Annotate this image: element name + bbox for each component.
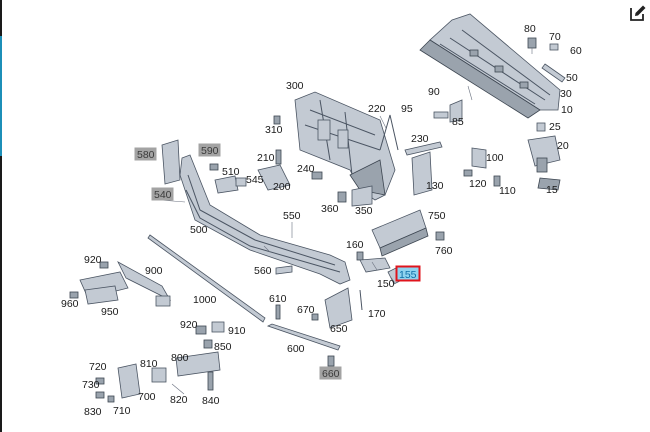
callout-850[interactable]: 850 xyxy=(214,341,232,353)
callout-120[interactable]: 120 xyxy=(469,178,487,190)
callout-15[interactable]: 15 xyxy=(546,184,558,196)
part-brackets-upper-left xyxy=(159,115,373,207)
callout-300[interactable]: 300 xyxy=(286,80,304,92)
edit-button[interactable] xyxy=(627,2,649,24)
callout-100[interactable]: 100 xyxy=(486,152,504,164)
callout-550[interactable]: 550 xyxy=(283,210,301,222)
callout-labels xyxy=(134,143,421,380)
callout-580-highlight xyxy=(134,147,157,161)
callout-590[interactable]: 590 xyxy=(201,145,219,157)
callout-700[interactable]: 700 xyxy=(138,391,156,403)
callout-560[interactable]: 560 xyxy=(254,265,272,277)
callout-155[interactable]: 155 xyxy=(399,269,417,281)
callout-200[interactable]: 200 xyxy=(273,181,291,193)
callout-25[interactable]: 25 xyxy=(549,121,561,133)
callout-750[interactable]: 750 xyxy=(428,210,446,222)
callout-90[interactable]: 90 xyxy=(428,86,440,98)
callout-1000[interactable]: 1000 xyxy=(193,294,217,306)
callout-hotspots[interactable]: 80 70 60 50 30 10 300 90 220 95 85 25 31… xyxy=(61,23,582,418)
callout-540-highlight xyxy=(151,187,174,201)
callout-350[interactable]: 350 xyxy=(355,205,373,217)
callout-540[interactable]: 540 xyxy=(154,189,172,201)
part-lower-left-group xyxy=(95,321,225,403)
callout-960[interactable]: 960 xyxy=(61,298,79,310)
part-mount-bracket-650 xyxy=(275,287,353,329)
callout-510[interactable]: 510 xyxy=(222,166,240,178)
part-left-bracket-group xyxy=(69,261,172,307)
callout-950[interactable]: 950 xyxy=(101,306,119,318)
callout-650[interactable]: 650 xyxy=(330,323,348,335)
callout-leader-lines xyxy=(263,85,473,284)
callout-85[interactable]: 85 xyxy=(452,116,464,128)
part-bumper-beam-drawing xyxy=(179,154,351,285)
callout-610[interactable]: 610 xyxy=(269,293,287,305)
viewer-left-border xyxy=(0,0,2,432)
callout-240[interactable]: 240 xyxy=(297,163,315,175)
callout-710[interactable]: 710 xyxy=(113,405,131,417)
edit-pencil-icon xyxy=(630,5,646,21)
callout-95[interactable]: 95 xyxy=(401,103,413,115)
callout-130[interactable]: 130 xyxy=(426,180,444,192)
callout-920-upper[interactable]: 920 xyxy=(84,254,102,266)
callout-660-highlight xyxy=(319,366,342,380)
callout-900[interactable]: 900 xyxy=(145,265,163,277)
callout-30[interactable]: 30 xyxy=(560,88,572,100)
callout-20[interactable]: 20 xyxy=(557,140,569,152)
callout-500[interactable]: 500 xyxy=(190,224,208,236)
callout-310[interactable]: 310 xyxy=(265,124,283,136)
callout-800[interactable]: 800 xyxy=(171,352,189,364)
callout-730[interactable]: 730 xyxy=(82,379,100,391)
callout-820[interactable]: 820 xyxy=(170,394,188,406)
callout-80[interactable]: 80 xyxy=(524,23,536,35)
callout-220[interactable]: 220 xyxy=(368,103,386,115)
callout-50[interactable]: 50 xyxy=(566,72,578,84)
part-center-brackets xyxy=(275,209,445,311)
callout-110[interactable]: 110 xyxy=(499,185,516,197)
callout-810[interactable]: 810 xyxy=(140,358,158,370)
part-trim-strips xyxy=(147,234,341,367)
viewer-focus-accent xyxy=(0,36,2,156)
part-cross-member-drawing xyxy=(419,13,561,119)
callout-830[interactable]: 830 xyxy=(84,406,102,418)
callout-760[interactable]: 760 xyxy=(435,245,453,257)
callout-580[interactable]: 580 xyxy=(137,149,155,161)
callout-210[interactable]: 210 xyxy=(257,152,275,164)
callout-360[interactable]: 360 xyxy=(321,203,339,215)
callout-920-lower[interactable]: 920 xyxy=(180,319,198,331)
callout-840[interactable]: 840 xyxy=(202,395,220,407)
callout-70[interactable]: 70 xyxy=(549,31,561,43)
part-braces-center xyxy=(379,99,501,196)
callout-720[interactable]: 720 xyxy=(89,361,107,373)
callout-60[interactable]: 60 xyxy=(570,45,582,57)
part-fasteners-upper-right xyxy=(527,37,566,191)
callout-155-selected xyxy=(395,265,421,282)
callout-150[interactable]: 150 xyxy=(377,278,395,290)
callout-10[interactable]: 10 xyxy=(561,104,573,116)
callout-545[interactable]: 545 xyxy=(246,174,264,186)
callout-670[interactable]: 670 xyxy=(297,304,315,316)
callout-910[interactable]: 910 xyxy=(228,325,246,337)
callout-660[interactable]: 660 xyxy=(322,368,340,380)
callout-600[interactable]: 600 xyxy=(287,343,305,355)
callout-160[interactable]: 160 xyxy=(346,239,364,251)
part-radiator-support-drawing xyxy=(294,91,396,201)
callout-230[interactable]: 230 xyxy=(411,133,429,145)
callout-590-highlight xyxy=(198,143,221,157)
callout-170[interactable]: 170 xyxy=(368,308,386,320)
